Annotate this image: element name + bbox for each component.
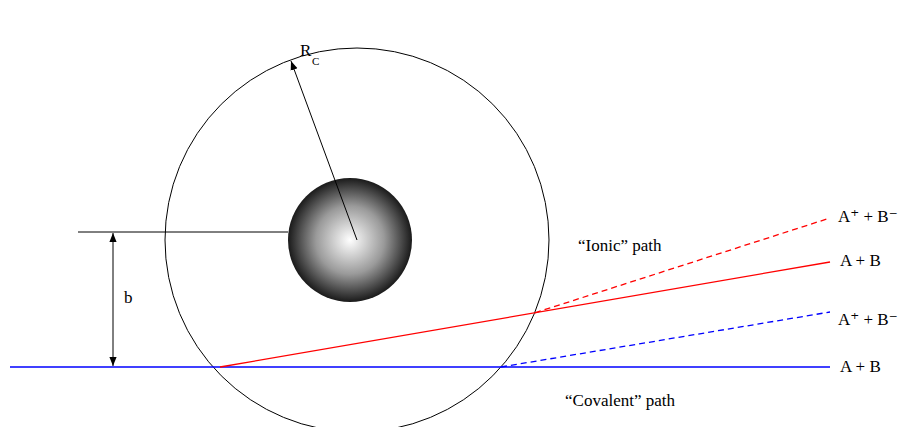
ionic-ionic-branch [535,218,830,313]
impact-parameter-label: b [124,289,133,308]
ionic-path-line [220,262,830,367]
target-sphere [288,178,412,302]
covalent-ionic-branch [501,312,830,367]
path-label: “Ionic” path [578,237,662,256]
radius-subscript: C [312,55,319,67]
radius-arrow [291,61,357,240]
crossing-radius-circle [165,48,549,427]
impact-parameter-arrow [113,233,114,366]
product-label: A⁺ + B⁻ [838,311,898,330]
product-label: A + B [840,252,881,271]
product-label: A⁺ + B⁻ [838,208,898,227]
product-label: A + B [840,358,881,377]
radius-symbol: R [300,42,311,61]
impact-reference-line [78,232,288,233]
covalent-path-line [10,366,830,367]
path-label: “Covalent” path [565,392,675,411]
